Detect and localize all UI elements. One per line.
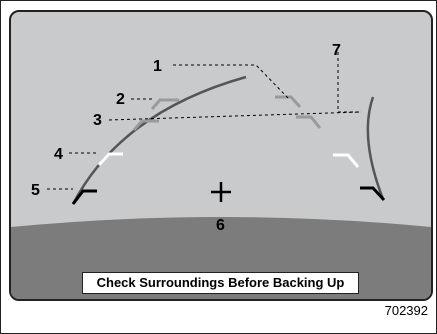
callout-5: 5 [31,182,40,199]
display-graphics: 1 2 3 4 5 6 7 [11,42,431,299]
callout-3-leader [108,111,362,121]
warning-message: Check Surroundings Before Backing Up [82,272,359,294]
left-guide-gray-near [132,119,159,131]
right-guide-gray-near [296,115,322,129]
right-guide-white [333,153,360,168]
right-guide-black [360,186,386,202]
callout-3: 3 [93,112,102,129]
callout-7: 7 [332,42,341,59]
callout-7-leader [337,52,361,113]
figure-id: 702392 [384,303,428,318]
left-course-line [71,75,247,205]
callout-2: 2 [116,91,125,108]
right-guide-gray-far [275,95,302,109]
left-guide-black [71,189,97,205]
left-guide-white [97,152,123,167]
left-guide-gray-far [150,98,179,110]
rear-camera-display: 1 2 3 4 5 6 7 Check Surroundings Before … [9,10,433,301]
right-course-line [366,96,385,200]
center-crosshair [211,182,231,202]
callout-4: 4 [54,146,63,163]
callout-1: 1 [153,58,162,75]
callout-6: 6 [216,217,225,234]
callout-1-leader [173,64,291,101]
